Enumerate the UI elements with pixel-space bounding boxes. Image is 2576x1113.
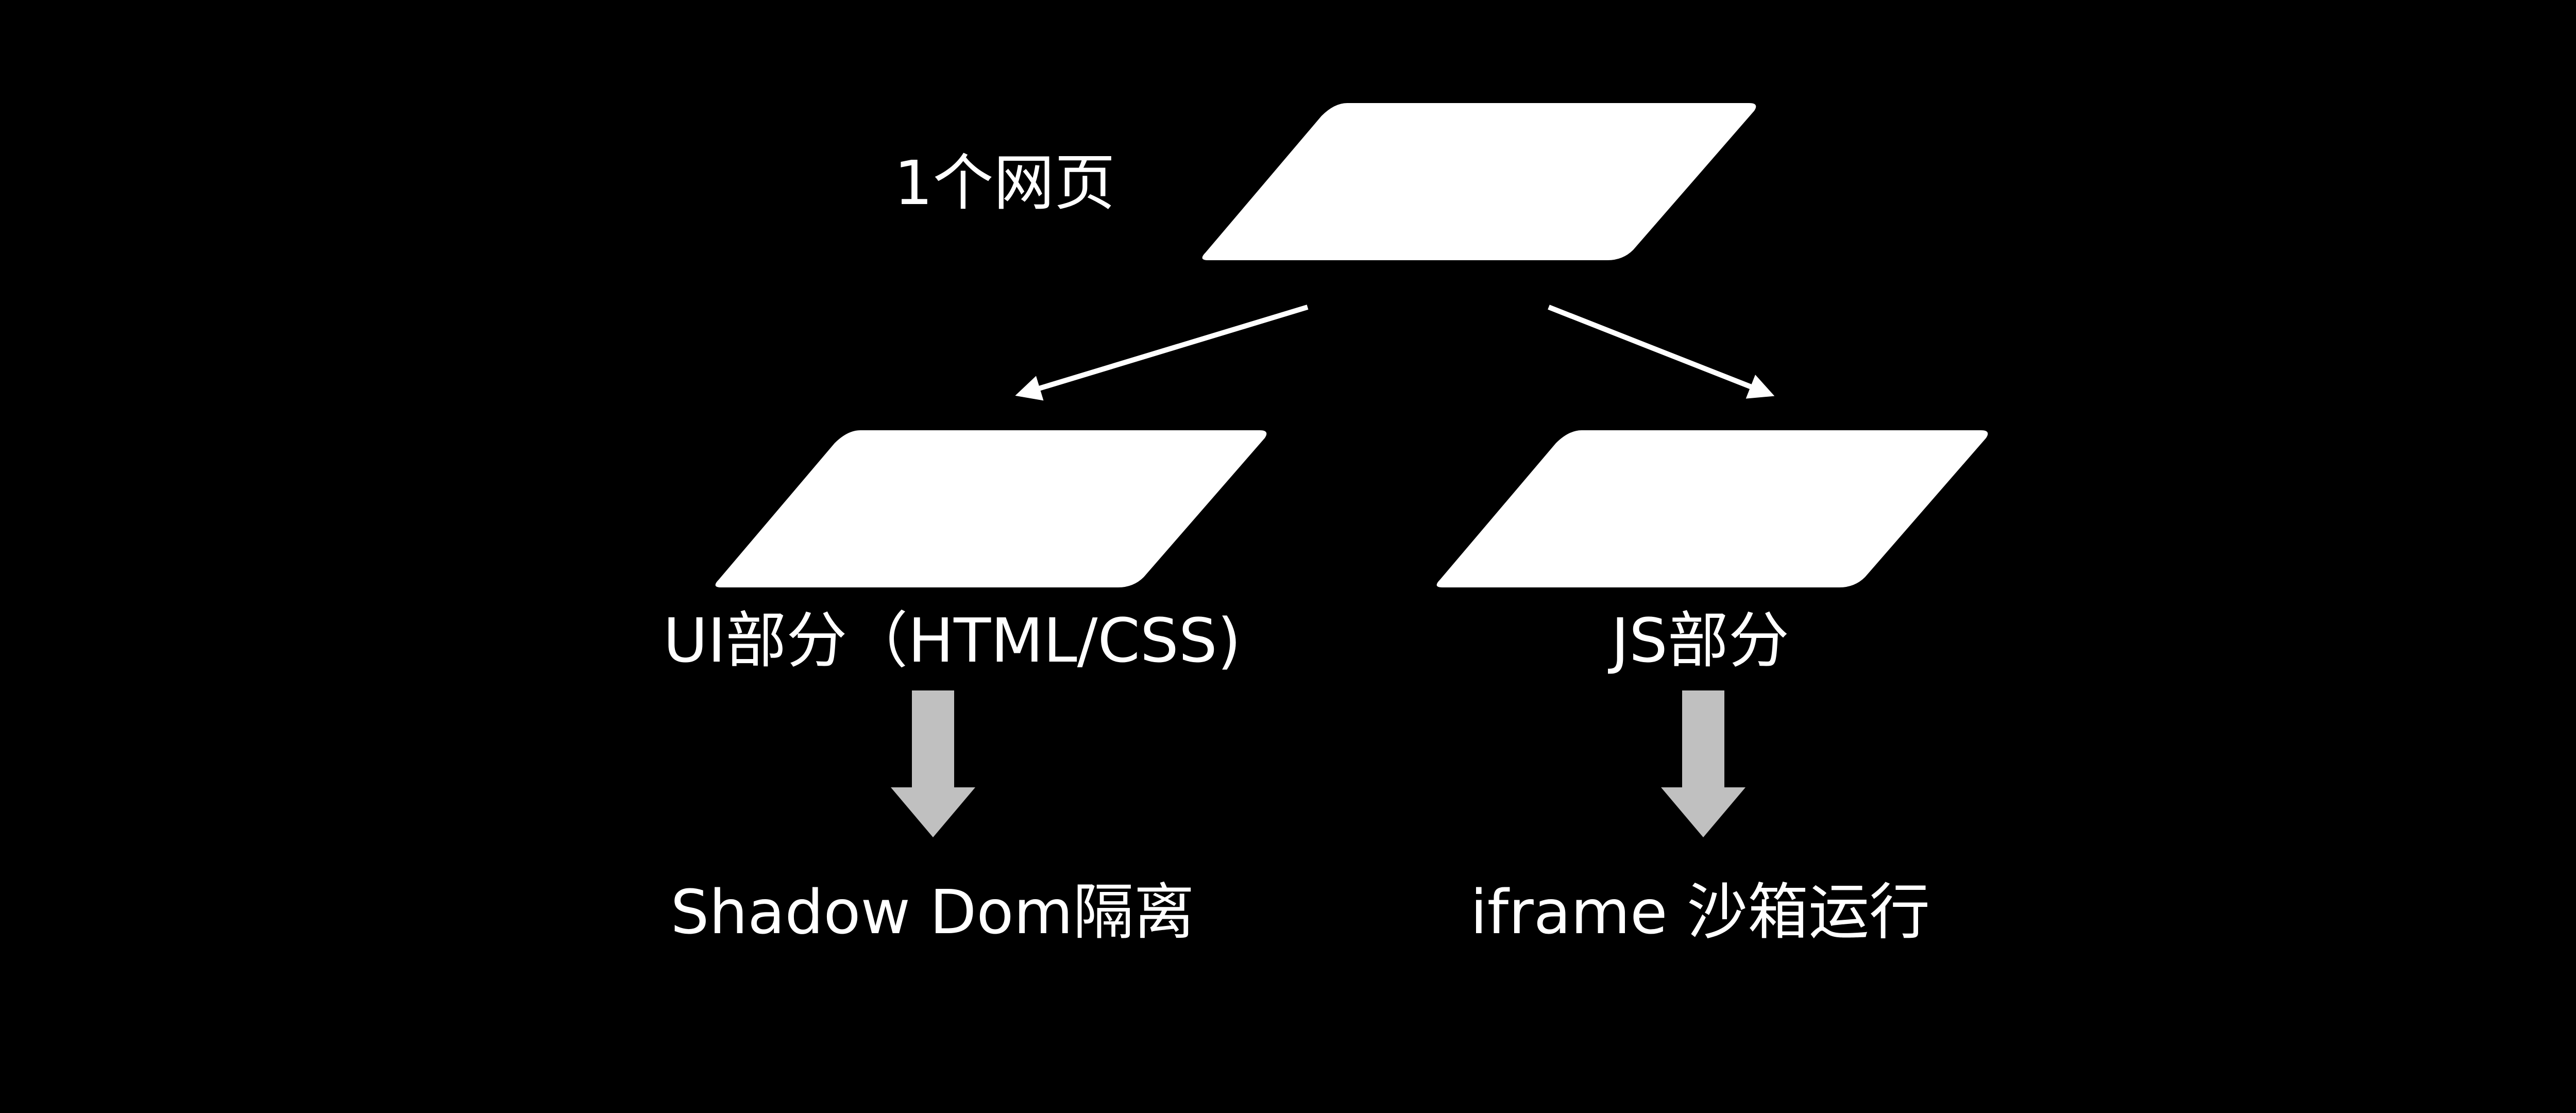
connector-root-to-js [1548,305,1775,399]
connector-root-to-ui [1015,305,1309,401]
ui-down-arrow [891,690,975,837]
root-node-shape [1202,103,1756,260]
js-outcome-label: iframe 沙箱运行 [1470,876,1930,948]
js-node-label: JS部分 [1611,605,1789,676]
root-node-label: 1个网页 [894,147,1115,218]
js-down-arrow [1661,690,1745,837]
ui-outcome-label: Shadow Dom隔离 [670,876,1195,948]
ui-node-label: UI部分（HTML/CSS) [663,605,1241,676]
js-node-shape [1436,430,1988,587]
ui-node-shape [715,430,1267,587]
